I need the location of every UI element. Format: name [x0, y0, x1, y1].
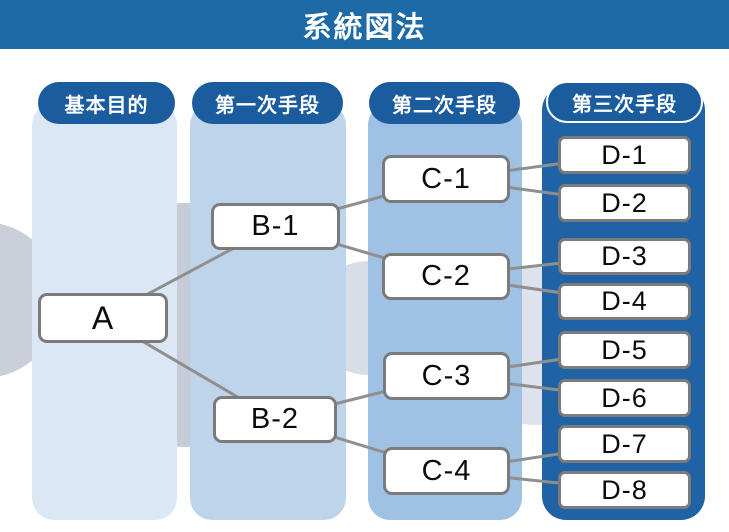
column-first-means	[190, 103, 346, 520]
node-b2: B-2	[213, 396, 337, 443]
node-c2: C-2	[382, 253, 510, 300]
node-d2: D-2	[558, 184, 691, 222]
column-header-label: 第三次手段	[572, 93, 677, 116]
column-header-third-means: 第三次手段	[546, 81, 703, 123]
column-header-label: 基本目的	[64, 94, 149, 117]
node-d1: D-1	[558, 136, 691, 174]
column-header-label: 第二次手段	[392, 94, 497, 117]
node-c1: C-1	[382, 155, 510, 203]
node-d4: D-4	[558, 283, 691, 320]
title-bar: 系統図法	[0, 0, 729, 49]
column-header-first-means: 第一次手段	[192, 82, 343, 124]
node-c3: C-3	[383, 352, 510, 400]
node-b1: B-1	[211, 203, 340, 250]
column-header-basic-objective: 基本目的	[38, 82, 175, 124]
diagram-title: 系統図法	[302, 11, 427, 44]
node-d8: D-8	[558, 471, 691, 509]
column-header-second-means: 第二次手段	[369, 82, 520, 124]
node-d5: D-5	[558, 331, 691, 369]
node-a: A	[38, 293, 168, 343]
node-d6: D-6	[558, 379, 691, 417]
node-c4: C-4	[383, 447, 510, 495]
node-d7: D-7	[558, 425, 691, 463]
column-header-label: 第一次手段	[215, 94, 320, 117]
node-d3: D-3	[558, 238, 691, 275]
